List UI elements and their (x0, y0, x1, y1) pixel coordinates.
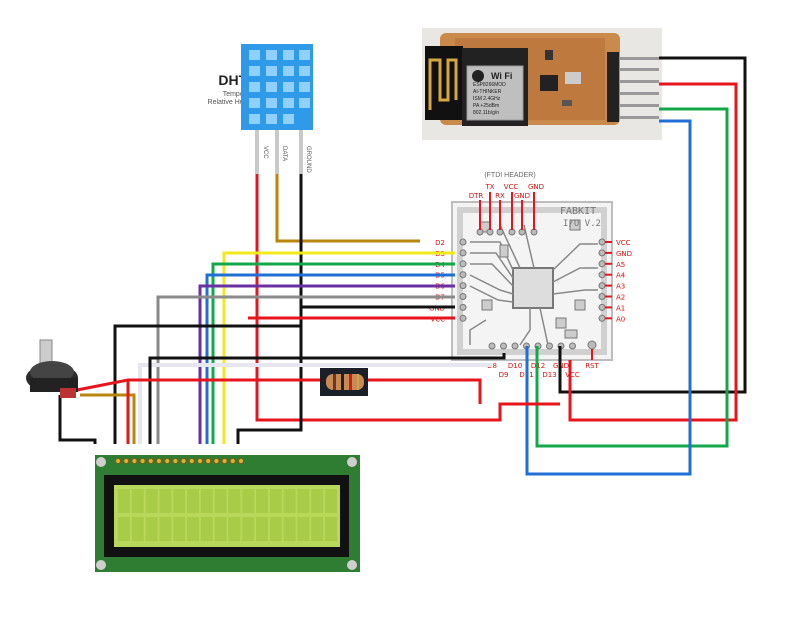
fabkit-right-pin-gnd: GND (616, 250, 632, 258)
ai-logo-icon (472, 70, 484, 82)
ftdi-pin-gnd-1: GND (514, 192, 530, 200)
ftdi-pin-gnd-2: GND (528, 183, 544, 191)
resistor (320, 368, 368, 396)
fabkit-right-pin-a1: A1 (616, 304, 625, 312)
esp-chip-line2: AI-THINKER (473, 89, 502, 95)
fabkit-right-pin-a4: A4 (616, 272, 626, 280)
wire-gnd-black (113, 305, 455, 444)
ftdi-pin-vcc: VCC (504, 183, 519, 191)
wifi-label: Wi Fi (491, 71, 512, 81)
fabkit-right-pin-a2: A2 (616, 294, 625, 302)
fabkit-right-pin-vcc: VCC (616, 239, 631, 247)
fabkit-version: I/O V.2 (563, 219, 601, 229)
fabkit-bottom-pin-d10: D10 (508, 362, 522, 370)
dht11-pin-data: DATA (281, 146, 287, 161)
wire-esp-blue (525, 119, 692, 476)
regulator-chip (540, 75, 558, 91)
wire-esp-green (535, 107, 729, 448)
fabkit-bottom-pin-d13: D13 (542, 371, 556, 379)
esp-chip-line3: ISM 2.4GHz (473, 96, 501, 102)
wire-d8-white (138, 363, 492, 444)
fabkit-title: FABKIT (560, 206, 596, 217)
dht11-sensor: DHT11 Temperature Relative Humidity VCC … (208, 44, 313, 174)
fabkit-right-pin-a3: A3 (616, 283, 625, 291)
esp-chip-line4: PA +25dBm (473, 103, 499, 109)
ftdi-pin-rx: RX (495, 192, 505, 200)
fabkit-bottom-pin-vcc: VCC (565, 371, 580, 379)
fabkit-left-pin-d2: D2 (435, 239, 445, 247)
fabkit-pin-rst: RST (585, 362, 599, 370)
wire-d7-gray (156, 295, 455, 444)
wire-d4-green (211, 262, 455, 444)
ftdi-pin-dtr: DTR (469, 192, 484, 200)
fabkit-right-pin-a5: A5 (616, 261, 625, 269)
fabkit-bottom-pin-d9: D9 (499, 371, 509, 379)
wire-d6-purple (198, 284, 455, 444)
wire-esp-black (558, 56, 747, 394)
ftdi-header-label: (FTDI HEADER) (484, 172, 535, 179)
dht11-pin-ground: GROUND (305, 146, 311, 173)
wire-dht-vcc (255, 174, 560, 422)
esp-chip-line5: 802.11b/g/n (473, 110, 499, 116)
wire-dht-data (275, 174, 420, 243)
wire-d3-yellow (222, 251, 455, 444)
lcd-display (95, 455, 360, 572)
fabkit-right-pin-a0: A0 (616, 315, 625, 323)
dht11-subtitle2: Relative Humidity (208, 99, 263, 106)
wire-pot-yellow (80, 393, 136, 444)
esp8266-module: ESP8266MOD AI-THINKER ISM 2.4GHz PA +25d… (422, 28, 662, 140)
wires (58, 56, 747, 476)
fabkit-board: (FTDI HEADER) FA (429, 172, 632, 379)
wire-dht-gnd (236, 174, 303, 444)
wire-esp-red (568, 82, 738, 422)
wire-d9-black (148, 353, 506, 444)
esp-header-pins (607, 52, 619, 122)
esp-chip-line1: ESP8266MOD (473, 82, 506, 88)
potentiometer (26, 339, 78, 398)
wire-pot-red-2 (368, 378, 482, 404)
wire-d5-blue (205, 273, 455, 444)
dht11-pin-vcc: VCC (262, 146, 268, 159)
wire-pot-black (58, 395, 97, 444)
ftdi-pin-tx: TX (484, 183, 494, 191)
